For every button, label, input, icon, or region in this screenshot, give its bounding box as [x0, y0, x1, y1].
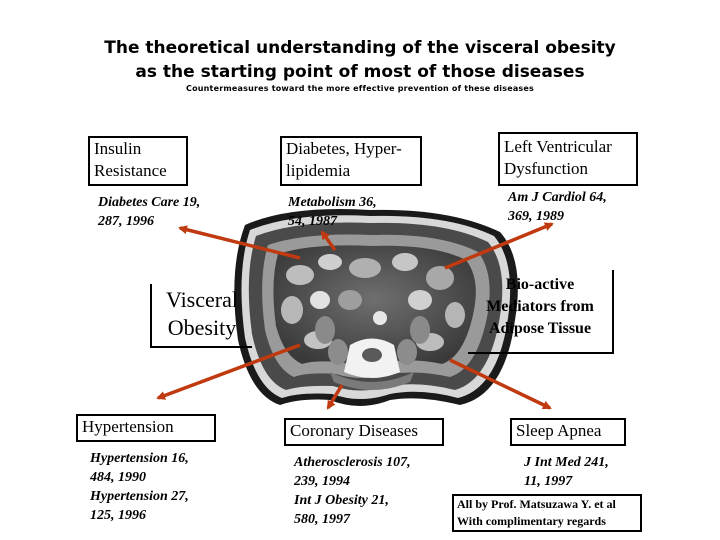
arrow-to-hypertension [156, 343, 301, 400]
arrow-to-insulin-resistance [178, 225, 301, 260]
arrow-to-sleep-apnea [449, 358, 552, 410]
box-diabetes-hyperlipidemia: Diabetes, Hyper- lipidemia [280, 136, 422, 186]
citation-left-ventricular: Am J Cardiol 64, 369, 1989 [508, 190, 607, 224]
box-insulin-resistance: Insulin Resistance [88, 136, 188, 186]
citation-diabetes: Metabolism 36, 54, 1987 [288, 195, 377, 229]
arrows [156, 222, 554, 410]
citation-coronary: Atherosclerosis 107, 239, 1994 Int J Obe… [294, 455, 411, 527]
box-sleep-apnea: Sleep Apnea [510, 418, 626, 446]
box-left-ventricular-dysfunction: Left Ventricular Dysfunction [498, 132, 638, 186]
box-bioactive-mediators: Bio-active Mediators from Adipose Tissue [468, 270, 614, 354]
arrow-to-coronary [326, 384, 344, 410]
citation-hypertension: Hypertension 16, 484, 1990 Hypertension … [90, 451, 189, 523]
arrow-to-diabetes [320, 230, 337, 252]
main-title-line-2: as the starting point of most of those d… [135, 62, 585, 82]
box-hypertension: Hypertension [76, 414, 216, 442]
ct-scan-image [234, 209, 518, 406]
arrow-to-left-ventricular [444, 222, 554, 270]
box-coronary-diseases: Coronary Diseases [284, 418, 444, 446]
citation-sleep-apnea: J Int Med 241, 11, 1997 [524, 455, 609, 489]
box-visceral-obesity: Visceral Obesity [150, 284, 252, 348]
credit-note: All by Prof. Matsuzawa Y. et al With com… [452, 494, 642, 532]
subtitle: Countermeasures toward the more effectiv… [186, 84, 534, 93]
main-title-line-1: The theoretical understanding of the vis… [104, 38, 616, 58]
citation-insulin-resistance: Diabetes Care 19, 287, 1996 [98, 195, 201, 229]
